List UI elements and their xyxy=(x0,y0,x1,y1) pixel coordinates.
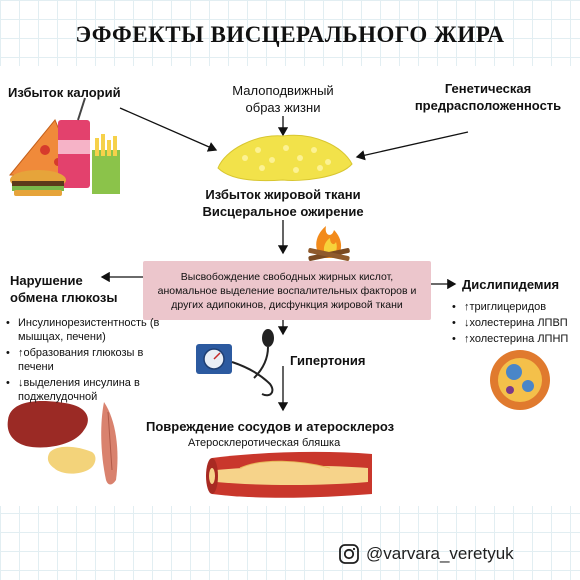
vessels-heading: Повреждение сосудов и атеросклероз xyxy=(146,419,395,434)
hypertension-label: Гипертония xyxy=(290,353,366,368)
arrow-calories-to-fat xyxy=(119,107,218,152)
dyslipidemia-heading: Дислипидемия xyxy=(462,277,560,292)
fat-line-2: Висцеральное ожирение xyxy=(202,204,364,219)
central-line-1: Высвобождение свободных жирных кислот, xyxy=(180,270,394,283)
central-line-3: других адипокинов, дисфункция жировой тк… xyxy=(171,298,403,311)
arrow-genetic-to-fat xyxy=(355,131,469,161)
organs-illustration xyxy=(7,401,118,485)
glucose-item: ↑образования глюкозы в печени xyxy=(4,346,164,374)
fat-tissue-illustration xyxy=(217,134,353,182)
cause-genetic-line-2: предрасположенность xyxy=(414,98,562,113)
dyslipidemia-item: ↑холестерина ЛПНП xyxy=(450,332,576,346)
vessels-subheading: Атеросклеротическая бляшка xyxy=(188,437,341,449)
blood-pressure-monitor-illustration xyxy=(196,329,274,397)
glucose-item: ↓выделения инсулина в поджелудочной xyxy=(4,376,164,404)
lipoprotein-illustration xyxy=(490,350,550,410)
glucose-item: Инсулинорезистентность (в мышцах, печени… xyxy=(4,316,164,344)
fast-food-illustration xyxy=(9,97,120,196)
dyslipidemia-list: ↑триглицеридов ↓холестерина ЛПВП ↑холест… xyxy=(450,300,576,348)
cause-sedentary-label: Малоподвижный образ жизни xyxy=(216,82,350,116)
page-title: ЭФФЕКТЫ ВИСЦЕРАЛЬНОГО ЖИРА xyxy=(75,22,505,47)
cause-sedentary-line-2: образ жизни xyxy=(245,100,321,115)
dyslipidemia-item: ↓холестерина ЛПВП xyxy=(450,316,576,330)
cause-genetic-label: Генетическая предрасположенность xyxy=(408,80,568,114)
cause-sedentary-line-1: Малоподвижный xyxy=(232,83,334,98)
dyslipidemia-item: ↑триглицеридов xyxy=(450,300,576,314)
glucose-heading-line-2: обмена глюкозы xyxy=(10,290,118,305)
cause-genetic-line-1: Генетическая xyxy=(444,81,532,96)
glucose-list: Инсулинорезистентность (в мышцах, печени… xyxy=(4,316,164,406)
cause-calories-label: Избыток калорий xyxy=(8,85,121,100)
fat-label: Избыток жировой ткани Висцеральное ожире… xyxy=(190,186,376,220)
glucose-heading-line-1: Нарушение xyxy=(10,273,83,288)
glucose-heading: Нарушение обмена глюкозы xyxy=(10,272,140,306)
instagram-icon xyxy=(339,544,359,564)
fire-illustration xyxy=(308,226,350,261)
central-line-2: аномальное выделение воспалительных факт… xyxy=(157,284,417,297)
footer-handle-text: @varvara_veretyuk xyxy=(366,544,514,563)
central-process-box: Высвобождение свободных жирных кислот, а… xyxy=(143,261,431,320)
artery-illustration xyxy=(206,451,372,498)
fat-line-1: Избыток жировой ткани xyxy=(205,187,361,202)
footer-handle[interactable]: @varvara_veretyuk xyxy=(338,540,568,568)
